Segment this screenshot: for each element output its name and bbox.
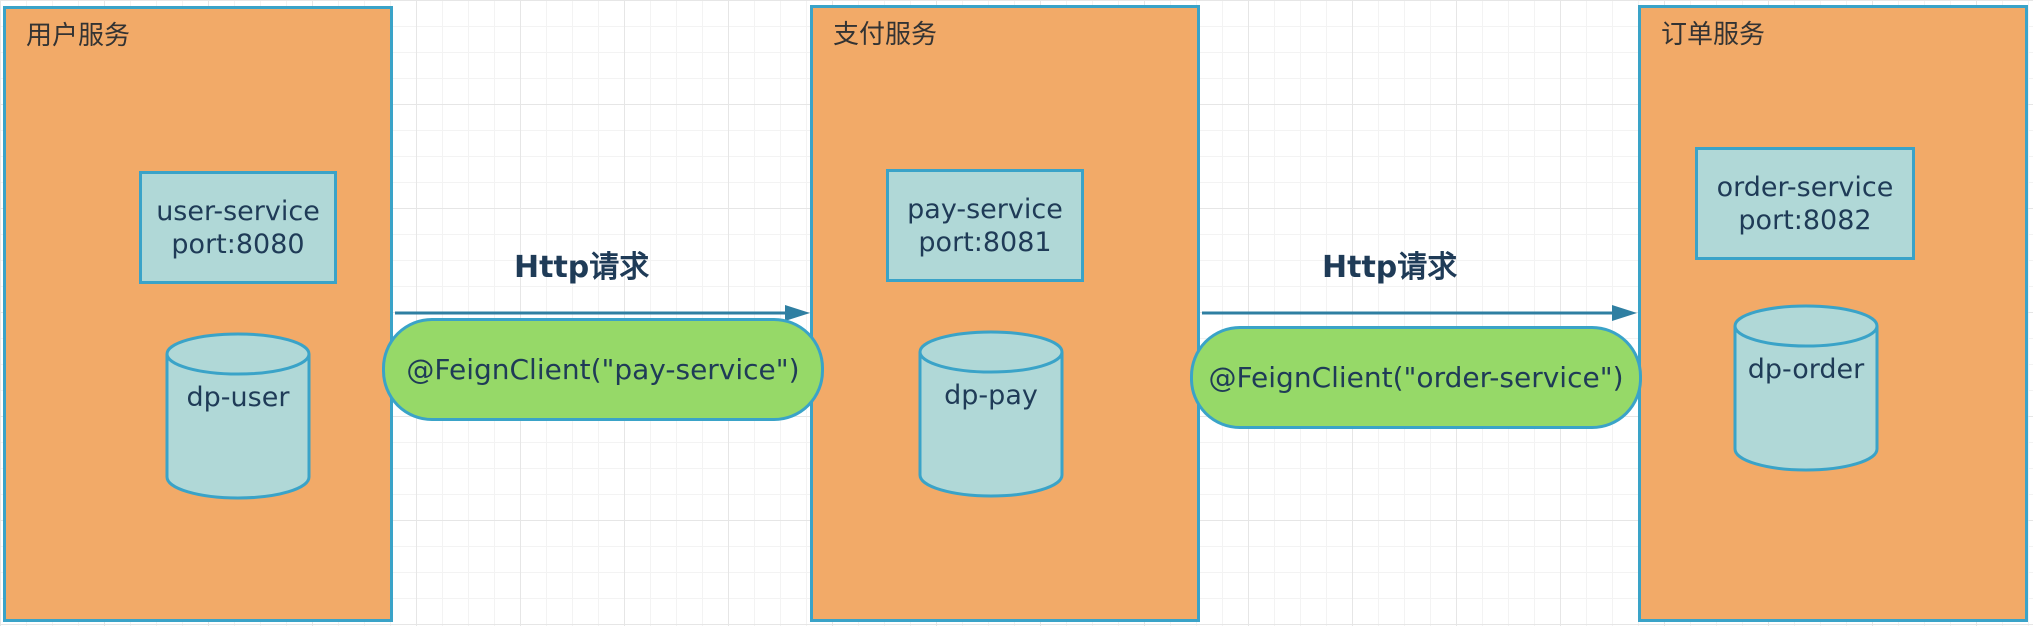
service-name: order-service <box>1716 171 1894 203</box>
service-title: 订单服务 <box>1661 20 1766 50</box>
user-service-container: 用户服务 user-service port:8080 dp-user <box>3 6 393 622</box>
database-label: dp-pay <box>944 380 1038 411</box>
service-box: user-service port:8080 <box>139 171 337 284</box>
arrow-head-icon <box>785 305 810 321</box>
database-cylinder: dp-order <box>1732 304 1880 474</box>
service-box: order-service port:8082 <box>1695 147 1915 260</box>
http-request-label: Http请求 <box>514 250 650 285</box>
service-name: user-service <box>156 195 320 227</box>
database-label: dp-order <box>1747 354 1865 385</box>
database-cylinder: dp-user <box>164 332 312 502</box>
service-title: 支付服务 <box>833 20 938 50</box>
database-cylinder: dp-pay <box>917 330 1065 500</box>
database-label: dp-user <box>186 382 290 413</box>
feign-client-order: @FeignClient("order-service") <box>1190 326 1642 429</box>
service-port: port:8080 <box>171 228 305 260</box>
arrow-head-icon <box>1612 305 1637 321</box>
service-title: 用户服务 <box>26 21 131 51</box>
service-port: port:8082 <box>1738 204 1872 236</box>
http-request-label: Http请求 <box>1322 250 1458 285</box>
service-box: pay-service port:8081 <box>886 169 1084 282</box>
pay-service-container: 支付服务 pay-service port:8081 dp-pay <box>810 5 1200 622</box>
service-name: pay-service <box>907 193 1063 225</box>
order-service-container: 订单服务 order-service port:8082 dp-order <box>1638 5 2028 622</box>
feign-client-pay: @FeignClient("pay-service") <box>382 318 824 421</box>
service-port: port:8081 <box>918 226 1052 258</box>
